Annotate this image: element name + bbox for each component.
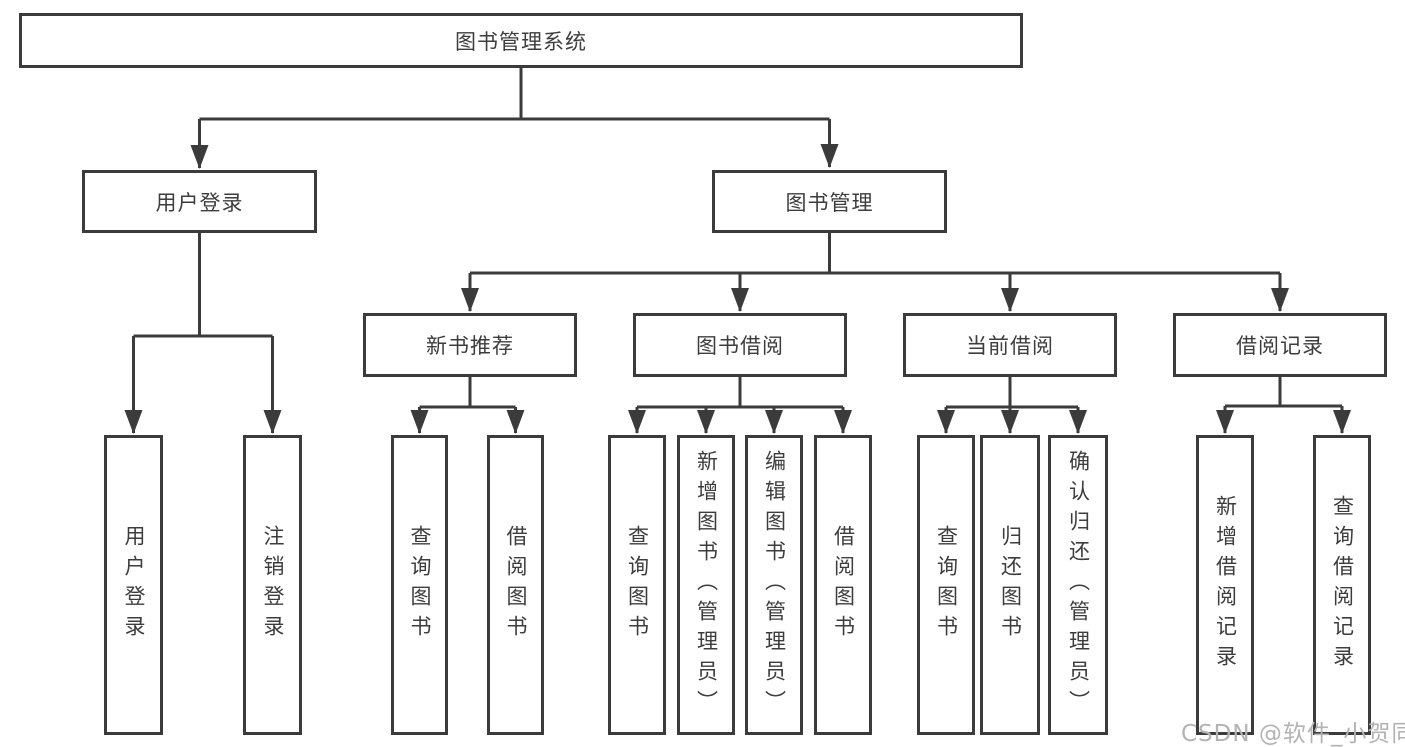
leaf-user-login-label: 用户登录 (122, 525, 147, 645)
leaf-query-books-newbooks: 查询图书 (391, 435, 448, 735)
node-borrow-records-label: 借阅记录 (1236, 334, 1324, 358)
leaf-query-borrow-record-label: 查询借阅记录 (1330, 495, 1355, 675)
node-user-login-branch-label: 用户登录 (155, 190, 244, 215)
leaf-query-books-borrow: 查询图书 (608, 435, 666, 735)
leaf-query-books-borrow-label: 查询图书 (625, 525, 650, 645)
node-book-borrow-label: 图书借阅 (696, 334, 784, 358)
csdn-watermark: CSDN @软件_小贺同学 (1181, 721, 1405, 747)
leaf-confirm-return-admin: 确认归还（管理员） (1048, 435, 1108, 735)
leaf-edit-books-admin-label: 编辑图书（管理员） (762, 450, 787, 720)
node-borrow-records: 借阅记录 (1173, 313, 1387, 377)
leaf-add-books-admin: 新增图书（管理员） (677, 435, 735, 735)
leaf-add-books-admin-label: 新增图书（管理员） (694, 450, 719, 720)
leaf-query-books-current: 查询图书 (917, 435, 975, 735)
node-root-label: 图书管理系统 (455, 29, 587, 54)
leaf-edit-books-admin: 编辑图书（管理员） (745, 435, 803, 735)
leaf-query-books-current-label: 查询图书 (934, 525, 959, 645)
leaf-logout-label: 注销登录 (261, 525, 286, 645)
leaf-query-books-newbooks-label: 查询图书 (408, 525, 433, 645)
connector-book-mgmt-to-level3 (461, 233, 1289, 312)
leaf-add-borrow-record: 新增借阅记录 (1196, 435, 1254, 735)
leaf-query-borrow-record: 查询借阅记录 (1313, 435, 1371, 735)
connector-borrow-records-to-leaves (1216, 377, 1351, 434)
leaf-user-login: 用户登录 (104, 435, 163, 735)
leaf-return-books-label: 归还图书 (998, 525, 1023, 645)
connector-book-borrow-to-leaves (628, 377, 852, 434)
leaf-add-borrow-record-label: 新增借阅记录 (1213, 495, 1238, 675)
leaf-borrow-books-newbooks: 借阅图书 (487, 435, 544, 735)
node-new-books: 新书推荐 (363, 313, 577, 377)
connector-root-to-level2 (190, 68, 839, 169)
node-root: 图书管理系统 (19, 13, 1023, 68)
connector-new-books-to-leaves (410, 377, 525, 434)
leaf-borrow-books-newbooks-label: 借阅图书 (504, 525, 529, 645)
node-current-borrow: 当前借阅 (903, 313, 1117, 377)
node-book-mgmt-branch: 图书管理 (712, 170, 947, 233)
node-book-mgmt-branch-label: 图书管理 (785, 190, 874, 215)
node-user-login-branch: 用户登录 (82, 170, 317, 233)
leaf-return-books: 归还图书 (980, 435, 1040, 735)
node-new-books-label: 新书推荐 (426, 334, 514, 358)
node-current-borrow-label: 当前借阅 (966, 334, 1054, 358)
leaf-borrow-books-label: 借阅图书 (831, 525, 856, 645)
leaf-borrow-books: 借阅图书 (814, 435, 872, 735)
connector-current-borrow-to-leaves (937, 377, 1087, 434)
node-book-borrow: 图书借阅 (633, 313, 847, 377)
leaf-confirm-return-admin-label: 确认归还（管理员） (1066, 450, 1091, 720)
leaf-logout: 注销登录 (243, 435, 302, 735)
connector-user-login-to-leaves (124, 233, 282, 434)
